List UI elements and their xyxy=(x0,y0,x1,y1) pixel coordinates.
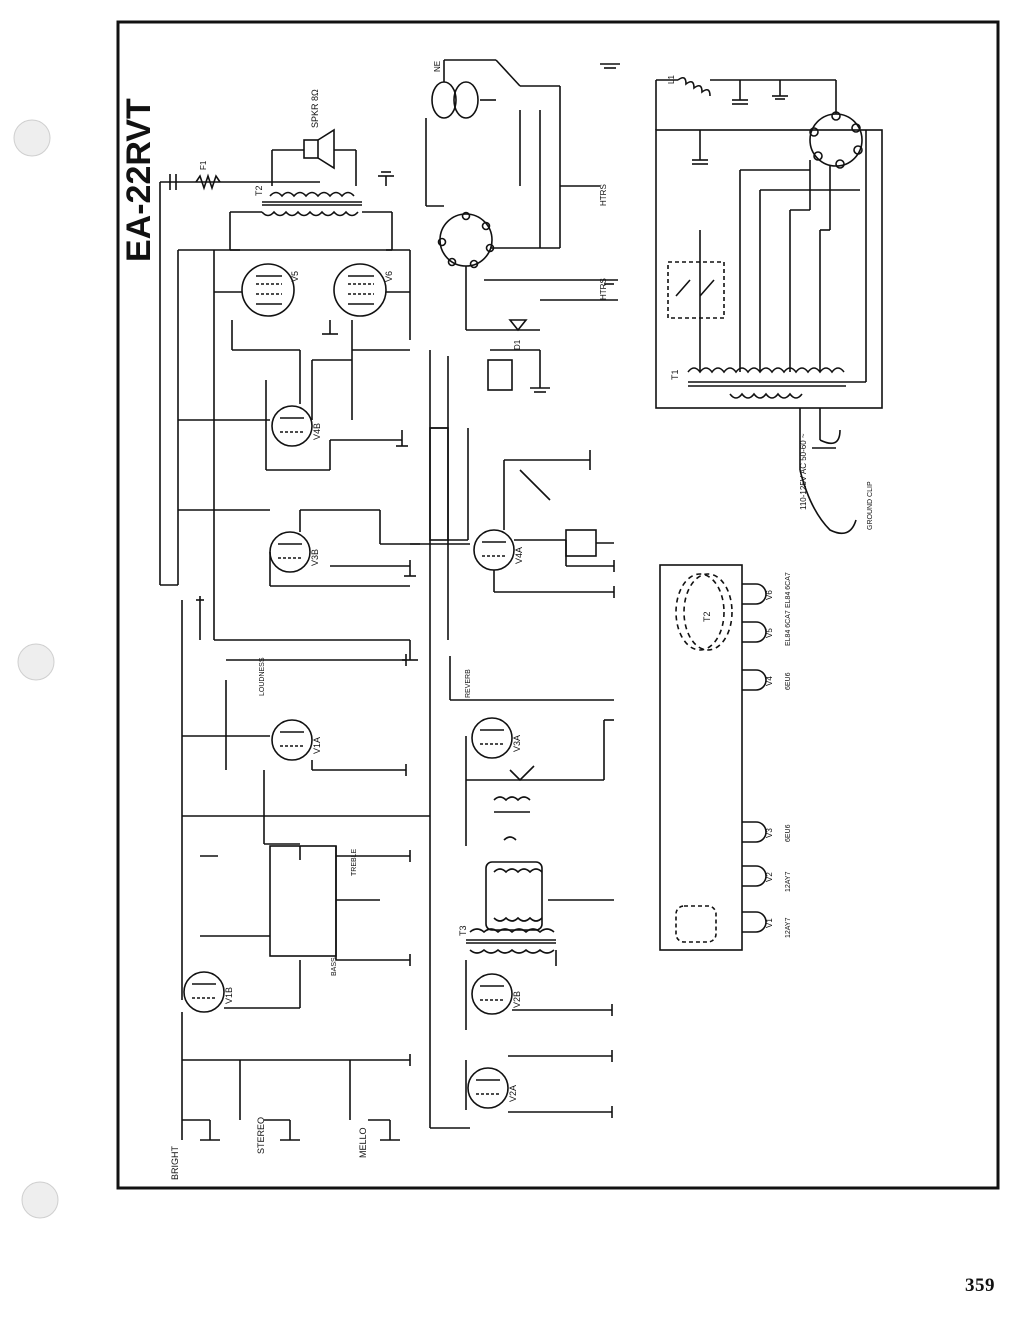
layout-type-v2: 12AY7 xyxy=(785,871,792,892)
label-htrs-mid: HTRS xyxy=(599,278,608,300)
label-ground-clip: GROUND CLIP xyxy=(867,481,874,530)
heater-region xyxy=(425,59,561,332)
power-supply-section xyxy=(655,76,883,535)
layout-label-t2: T2 xyxy=(702,611,712,622)
label-v5: V5 xyxy=(290,271,300,282)
tube-v1b xyxy=(183,971,225,1013)
label-v6: V6 xyxy=(384,271,394,282)
preamp-section xyxy=(181,600,430,1141)
label-v4b: V4B xyxy=(312,423,322,440)
layout-label-v1: V1 xyxy=(765,918,774,928)
layout-label-v4: V4 xyxy=(765,676,774,686)
tube-v3b xyxy=(269,531,311,573)
label-v2b: V2B xyxy=(512,991,522,1008)
layout-label-v6: V6 xyxy=(765,590,774,600)
layout-type-v3: 6EU6 xyxy=(785,824,792,842)
binder-holes xyxy=(13,119,59,1219)
label-input-bright: BRIGHT xyxy=(170,1145,180,1180)
power-chassis-box xyxy=(655,129,883,409)
tube-v5 xyxy=(241,263,295,317)
label-htrs-top: HTRS xyxy=(599,184,608,206)
layout-tube-v1 xyxy=(742,911,767,933)
tone-stack xyxy=(269,845,337,957)
binder-hole-bottom xyxy=(21,1181,59,1219)
label-choke: L1 xyxy=(667,75,676,84)
layout-type-v5: EL84 6CA7 xyxy=(785,610,792,646)
neon-lamp xyxy=(431,81,457,119)
label-t2: T2 xyxy=(254,185,264,196)
layout-type-v6: EL84 6CA7 xyxy=(785,572,792,608)
label-lamp: NE xyxy=(433,61,442,72)
layout-reverb-pan xyxy=(675,905,717,943)
layout-label-v2: V2 xyxy=(765,872,774,882)
layout-tube-v2 xyxy=(742,865,767,887)
layout-label-v5: V5 xyxy=(765,628,774,638)
label-bass: BASS xyxy=(331,957,338,976)
label-reverb: REVERB xyxy=(465,669,472,698)
label-diode: D1 xyxy=(513,339,522,350)
layout-tube-v3 xyxy=(742,821,767,843)
tube-layout-section xyxy=(659,564,767,951)
tube-v2a xyxy=(467,1067,509,1109)
label-v2a: V2A xyxy=(508,1085,518,1102)
schematic-frame xyxy=(116,20,1000,1190)
binder-hole-top xyxy=(13,119,51,157)
layout-type-v4: 6EU6 xyxy=(785,672,792,690)
label-input-mello: MELLO xyxy=(358,1127,368,1158)
output-stage xyxy=(159,128,411,586)
layout-transformer xyxy=(675,573,725,651)
labels: SPKR 8Ω HTRS HTRS 110-125V AC 50-60 ~ GR… xyxy=(170,61,874,1180)
label-v3b: V3B xyxy=(310,549,320,566)
reverb-transformer-t3 xyxy=(469,928,555,934)
label-input-stereo: STEREO xyxy=(256,1117,266,1154)
reverb-tremolo-section xyxy=(410,63,620,1129)
label-v1a: V1A xyxy=(312,737,322,754)
tube-v4b xyxy=(271,405,313,447)
line-cord xyxy=(799,469,857,535)
choke-l1 xyxy=(677,76,711,97)
label-v4a: V4A xyxy=(514,547,524,564)
tube-v3b-reverb xyxy=(471,717,513,759)
label-treble: TREBLE xyxy=(351,848,358,876)
label-fuse: F1 xyxy=(199,160,208,170)
layout-tube-v6 xyxy=(742,583,767,605)
power-transformer-t1 xyxy=(687,367,845,374)
label-speaker: SPKR 8Ω xyxy=(310,89,320,128)
output-transformer-t2 xyxy=(269,191,355,198)
speaker xyxy=(303,139,319,159)
tube-v4b-tremolo xyxy=(473,529,515,571)
label-v3a: V3A xyxy=(512,735,522,752)
standby-switch-box xyxy=(667,261,725,319)
layout-tube-v5 xyxy=(742,621,767,643)
layout-label-v3: V3 xyxy=(765,828,774,838)
label-line-cord: 110-125V AC 50-60 ~ xyxy=(799,433,808,510)
label-loudness: LOUDNESS xyxy=(259,657,266,696)
binder-hole-middle xyxy=(17,643,55,681)
schematic-title: EA-22RVT xyxy=(120,98,158,262)
chassis-layout-box xyxy=(659,564,743,951)
layout-tube-v4 xyxy=(742,669,767,691)
tube-v6 xyxy=(333,263,387,317)
rectifier-socket xyxy=(809,113,863,167)
tube-v1a xyxy=(271,719,313,761)
phase-inverter xyxy=(178,340,420,661)
label-t3: T3 xyxy=(458,925,468,936)
tube-v2b xyxy=(471,973,513,1015)
layout-type-v1: 12AY7 xyxy=(785,917,792,938)
label-t1: T1 xyxy=(670,369,680,380)
rectifier-tube-socket xyxy=(439,213,493,267)
page-number: 359 xyxy=(965,1275,995,1296)
label-v1b: V1B xyxy=(224,987,234,1004)
